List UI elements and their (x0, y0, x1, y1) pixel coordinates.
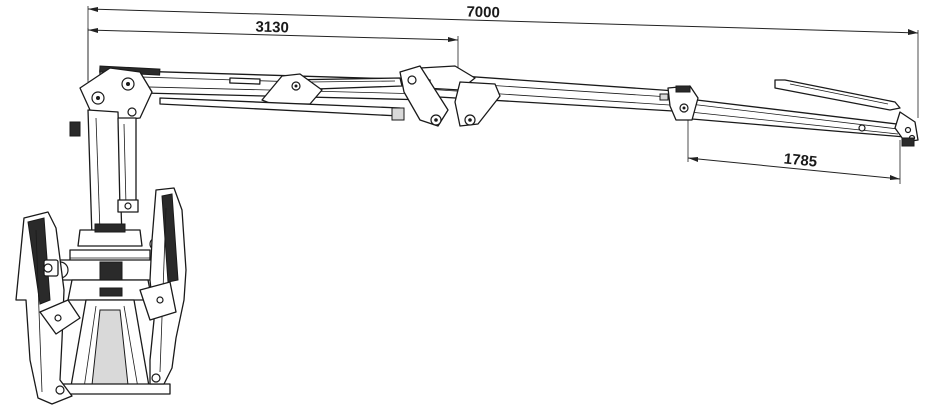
right-grapple-jaw (139, 187, 187, 385)
inner-boom (99, 65, 449, 127)
column (87, 109, 139, 239)
dimension-label-total: 7000 (466, 4, 500, 22)
dimension-inner-boom: 3130 (87, 19, 459, 82)
column-head (69, 67, 153, 137)
knuckle-housing (454, 81, 501, 127)
dimension-line-total (87, 8, 919, 34)
dimension-label-inner: 3130 (255, 19, 289, 37)
arrow-right (908, 29, 918, 35)
outer-boom (404, 65, 699, 127)
rotator (51, 223, 168, 281)
left-grapple-jaw (15, 211, 81, 405)
dimension-label-extension: 1785 (783, 150, 818, 170)
dimension-line-extension (687, 157, 901, 180)
extension-boom (679, 79, 919, 147)
arrow-left (88, 7, 98, 12)
slew-cylinder (117, 117, 137, 211)
grapple-tower (59, 279, 171, 395)
dimension-line-inner (87, 29, 459, 41)
dimension-total-reach: 7000 (87, 4, 919, 118)
